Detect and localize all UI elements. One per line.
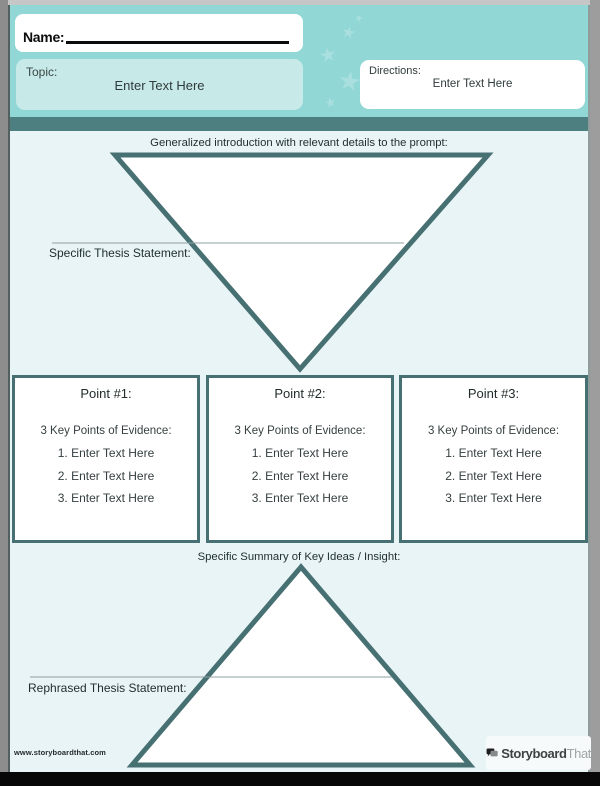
topic-input-placeholder[interactable]: Enter Text Here	[114, 78, 205, 93]
topic-field: Topic: Enter Text Here	[16, 59, 303, 110]
evidence-item-placeholder[interactable]: 1. Enter Text Here	[251, 446, 349, 461]
rephrased-thesis-label: Rephrased Thesis Statement:	[28, 681, 187, 695]
point-title: Point #2:	[274, 386, 326, 401]
thesis-statement-label: Specific Thesis Statement:	[49, 246, 191, 260]
page-frame-right	[590, 0, 600, 772]
name-label: Name:	[23, 29, 65, 45]
summary-heading: Specific Summary of Key Ideas / Insight:	[197, 551, 401, 563]
page-frame-right-line	[588, 5, 590, 772]
point-box-2: Point #2: 3 Key Points of Evidence: 1. E…	[206, 375, 394, 543]
website-url: www.storyboardthat.com	[14, 748, 106, 757]
name-input-line[interactable]	[66, 27, 289, 44]
evidence-item-placeholder[interactable]: 3. Enter Text Here	[445, 490, 542, 505]
summary-triangle[interactable]	[126, 563, 476, 768]
evidence-item-placeholder[interactable]: 3. Enter Text Here	[57, 490, 155, 505]
storyboardthat-logo-icon	[486, 748, 498, 757]
point-title: Point #1:	[80, 386, 132, 401]
page-frame-top	[0, 0, 600, 5]
logo-text-secondary: That	[566, 745, 592, 761]
intro-heading: Generalized introduction with relevant d…	[150, 137, 448, 149]
logo-text: StoryboardThat	[501, 747, 591, 760]
evidence-item-placeholder[interactable]: 1. Enter Text Here	[57, 446, 155, 461]
evidence-item-placeholder[interactable]: 3. Enter Text Here	[251, 490, 349, 505]
point-box-3: Point #3: 3 Key Points of Evidence: 1. E…	[399, 375, 588, 543]
evidence-item-placeholder[interactable]: 2. Enter Text Here	[57, 468, 155, 483]
worksheet-header: Name: Topic: Enter Text Here Directions:…	[10, 5, 588, 117]
evidence-label: 3 Key Points of Evidence:	[40, 425, 172, 438]
directions-input-placeholder[interactable]: Enter Text Here	[432, 78, 513, 90]
evidence-label: 3 Key Points of Evidence:	[427, 425, 560, 438]
evidence-label: 3 Key Points of Evidence:	[234, 425, 366, 438]
logo-text-primary: Storyboard	[501, 745, 567, 761]
evidence-item-placeholder[interactable]: 1. Enter Text Here	[445, 446, 542, 461]
point-title: Point #3:	[467, 386, 520, 401]
bottom-black-bar	[0, 772, 600, 786]
evidence-item-placeholder[interactable]: 2. Enter Text Here	[445, 468, 542, 483]
directions-label: Directions:	[369, 65, 421, 77]
name-field: Name:	[15, 14, 303, 52]
intro-funnel-triangle[interactable]	[109, 152, 494, 373]
page-frame-left-line	[8, 5, 10, 772]
directions-field: Directions: Enter Text Here	[360, 60, 585, 109]
evidence-item-placeholder[interactable]: 2. Enter Text Here	[251, 468, 349, 483]
page-frame-left	[0, 0, 8, 772]
divider-band	[10, 117, 588, 131]
topic-label: Topic:	[26, 65, 58, 79]
storyboardthat-logo: StoryboardThat	[486, 736, 591, 770]
point-box-1: Point #1: 3 Key Points of Evidence: 1. E…	[12, 375, 200, 543]
